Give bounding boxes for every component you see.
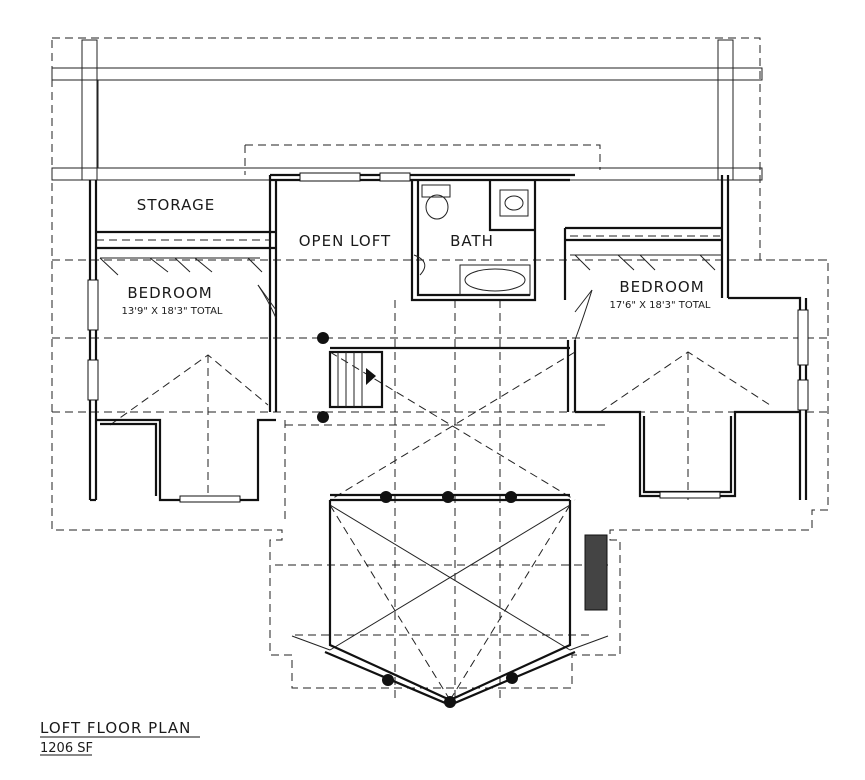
- roof-outline: [51, 37, 829, 700]
- bath-label: BATH: [450, 232, 494, 250]
- great-room-front: [291, 493, 609, 707]
- storage-label: STORAGE: [137, 196, 215, 214]
- closet-doors: [96, 235, 722, 276]
- plan-area: 1206 SF: [40, 741, 93, 756]
- windows: [87, 172, 809, 503]
- gable-diagonals: [109, 351, 771, 701]
- roof-band: [51, 39, 763, 181]
- bedroom-right-size: 17'6" X 18'3" TOTAL: [610, 300, 711, 311]
- posts: [317, 332, 518, 708]
- door-swings: [257, 284, 593, 341]
- bedroom-left-size: 13'9" X 18'3" TOTAL: [122, 306, 223, 317]
- bath-fixtures: [413, 184, 531, 296]
- bedroom-right-label: BEDROOM: [619, 278, 704, 296]
- stair: [328, 346, 570, 409]
- open-loft-label: OPEN LOFT: [299, 232, 391, 250]
- bedroom-left-label: BEDROOM: [127, 284, 212, 302]
- plan-title: LOFT FLOOR PLAN: [40, 719, 191, 737]
